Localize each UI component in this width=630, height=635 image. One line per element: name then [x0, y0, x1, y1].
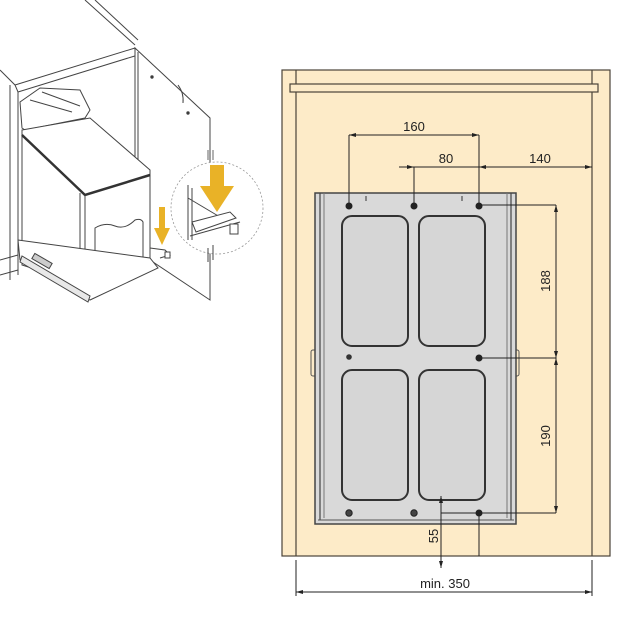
dim-label-80: 80 [439, 151, 453, 166]
dim-label-188: 188 [538, 270, 553, 292]
dimension-arrowheads [296, 133, 592, 594]
dim-label-190: 190 [538, 425, 553, 447]
dim-label-160: 160 [403, 119, 425, 134]
dim-label-55: 55 [426, 529, 441, 543]
bracket-detail-callout [170, 150, 264, 262]
mount-hole [345, 509, 353, 517]
arrow-down-small-icon [154, 207, 170, 245]
mount-hole [410, 509, 418, 517]
cabinet-3d-view [0, 0, 211, 303]
dim-label-min-350: min. 350 [420, 576, 470, 591]
dim-label-140: 140 [529, 151, 551, 166]
mount-hole [346, 354, 352, 360]
arrow-down-large-icon [200, 165, 234, 212]
